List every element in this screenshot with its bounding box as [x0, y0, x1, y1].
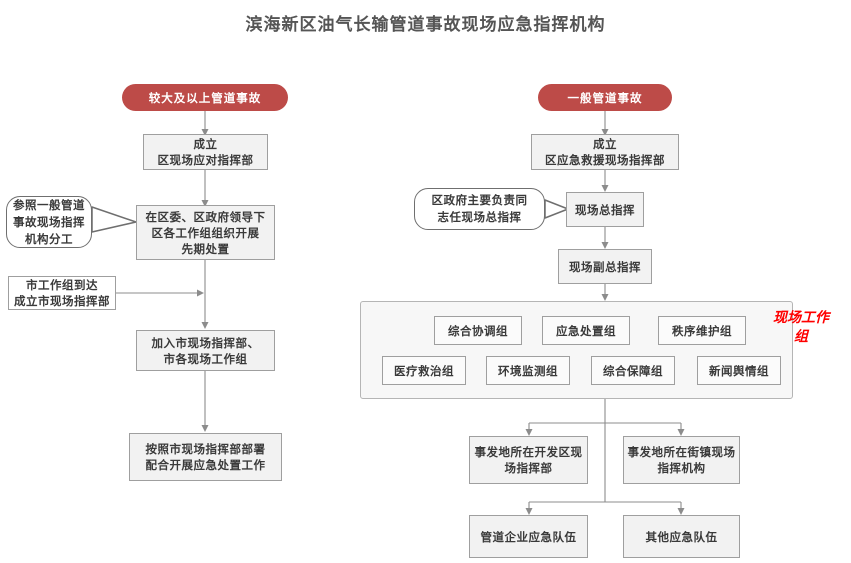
page-title: 滨海新区油气长输管道事故现场应急指挥机构 [245, 15, 606, 35]
work-group-综合协调组: 综合协调组 [434, 316, 522, 345]
work-group-秩序维护组: 秩序维护组 [658, 316, 746, 345]
team-other: 其他应急队伍 [623, 515, 740, 558]
field-node-street-town: 事发地所在街镇现场 指挥机构 [623, 436, 740, 484]
left-callout-label: 参照一般管道 事故现场指挥 机构分工 [13, 197, 85, 246]
left-callout-bubble: 参照一般管道 事故现场指挥 机构分工 [6, 196, 92, 248]
node-l3: 加入市现场指挥部、 市各现场工作组 [136, 330, 275, 371]
node-l4-label: 按照市现场指挥部部署 配合开展应急处置工作 [145, 442, 266, 472]
node-r1-label: 成立 区应急救援现场指挥部 [545, 137, 665, 167]
node-l2: 在区委、区政府领导下 区各工作组组织开展 先期处置 [136, 205, 275, 260]
left-branch-header-pill: 较大及以上管道事故 [122, 84, 288, 111]
work-group-环境监测组: 环境监测组 [486, 356, 570, 385]
node-l1: 成立 区现场应对指挥部 [143, 134, 268, 170]
work-group-panel-tag: 现场工作组 [773, 310, 829, 345]
node-r3-label: 现场副总指挥 [569, 259, 641, 274]
node-r2-label: 现场总指挥 [575, 202, 635, 217]
right-callout-bubble: 区政府主要负责同 志任现场总指挥 [414, 188, 545, 230]
node-l2-label: 在区委、区政府领导下 区各工作组组织开展 先期处置 [145, 209, 266, 256]
work-group-综合保障组: 综合保障组 [591, 356, 675, 385]
node-l1-label: 成立 区现场应对指挥部 [157, 137, 254, 167]
left-side-note-label: 市工作组到达 成立市现场指挥部 [14, 278, 110, 308]
work-group-panel: 现场工作组 综合协调组 应急处置组 秩序维护组 医疗救治组 环境监测组 综合保障… [360, 301, 829, 399]
node-r2: 现场总指挥 [566, 192, 644, 227]
team-pipeline-enterprise: 管道企业应急队伍 [469, 515, 588, 558]
node-l4: 按照市现场指挥部部署 配合开展应急处置工作 [129, 433, 282, 481]
right-branch-header-pill: 一般管道事故 [538, 84, 672, 111]
work-group-应急处置组: 应急处置组 [542, 316, 630, 345]
node-r1: 成立 区应急救援现场指挥部 [531, 134, 679, 170]
left-side-note: 市工作组到达 成立市现场指挥部 [8, 276, 116, 310]
field-node-development-zone: 事发地所在开发区现 场指挥部 [469, 436, 588, 484]
work-group-新闻舆情组: 新闻舆情组 [697, 356, 781, 385]
field-node-street-town-label: 事发地所在街镇现场 指挥机构 [627, 445, 736, 475]
node-r3: 现场副总指挥 [558, 249, 652, 284]
work-group-医疗救治组: 医疗救治组 [382, 356, 466, 385]
node-l3-label: 加入市现场指挥部、 市各现场工作组 [151, 335, 260, 366]
right-callout-label: 区政府主要负责同 志任现场总指挥 [431, 193, 528, 224]
field-node-development-zone-label: 事发地所在开发区现 场指挥部 [474, 445, 583, 475]
